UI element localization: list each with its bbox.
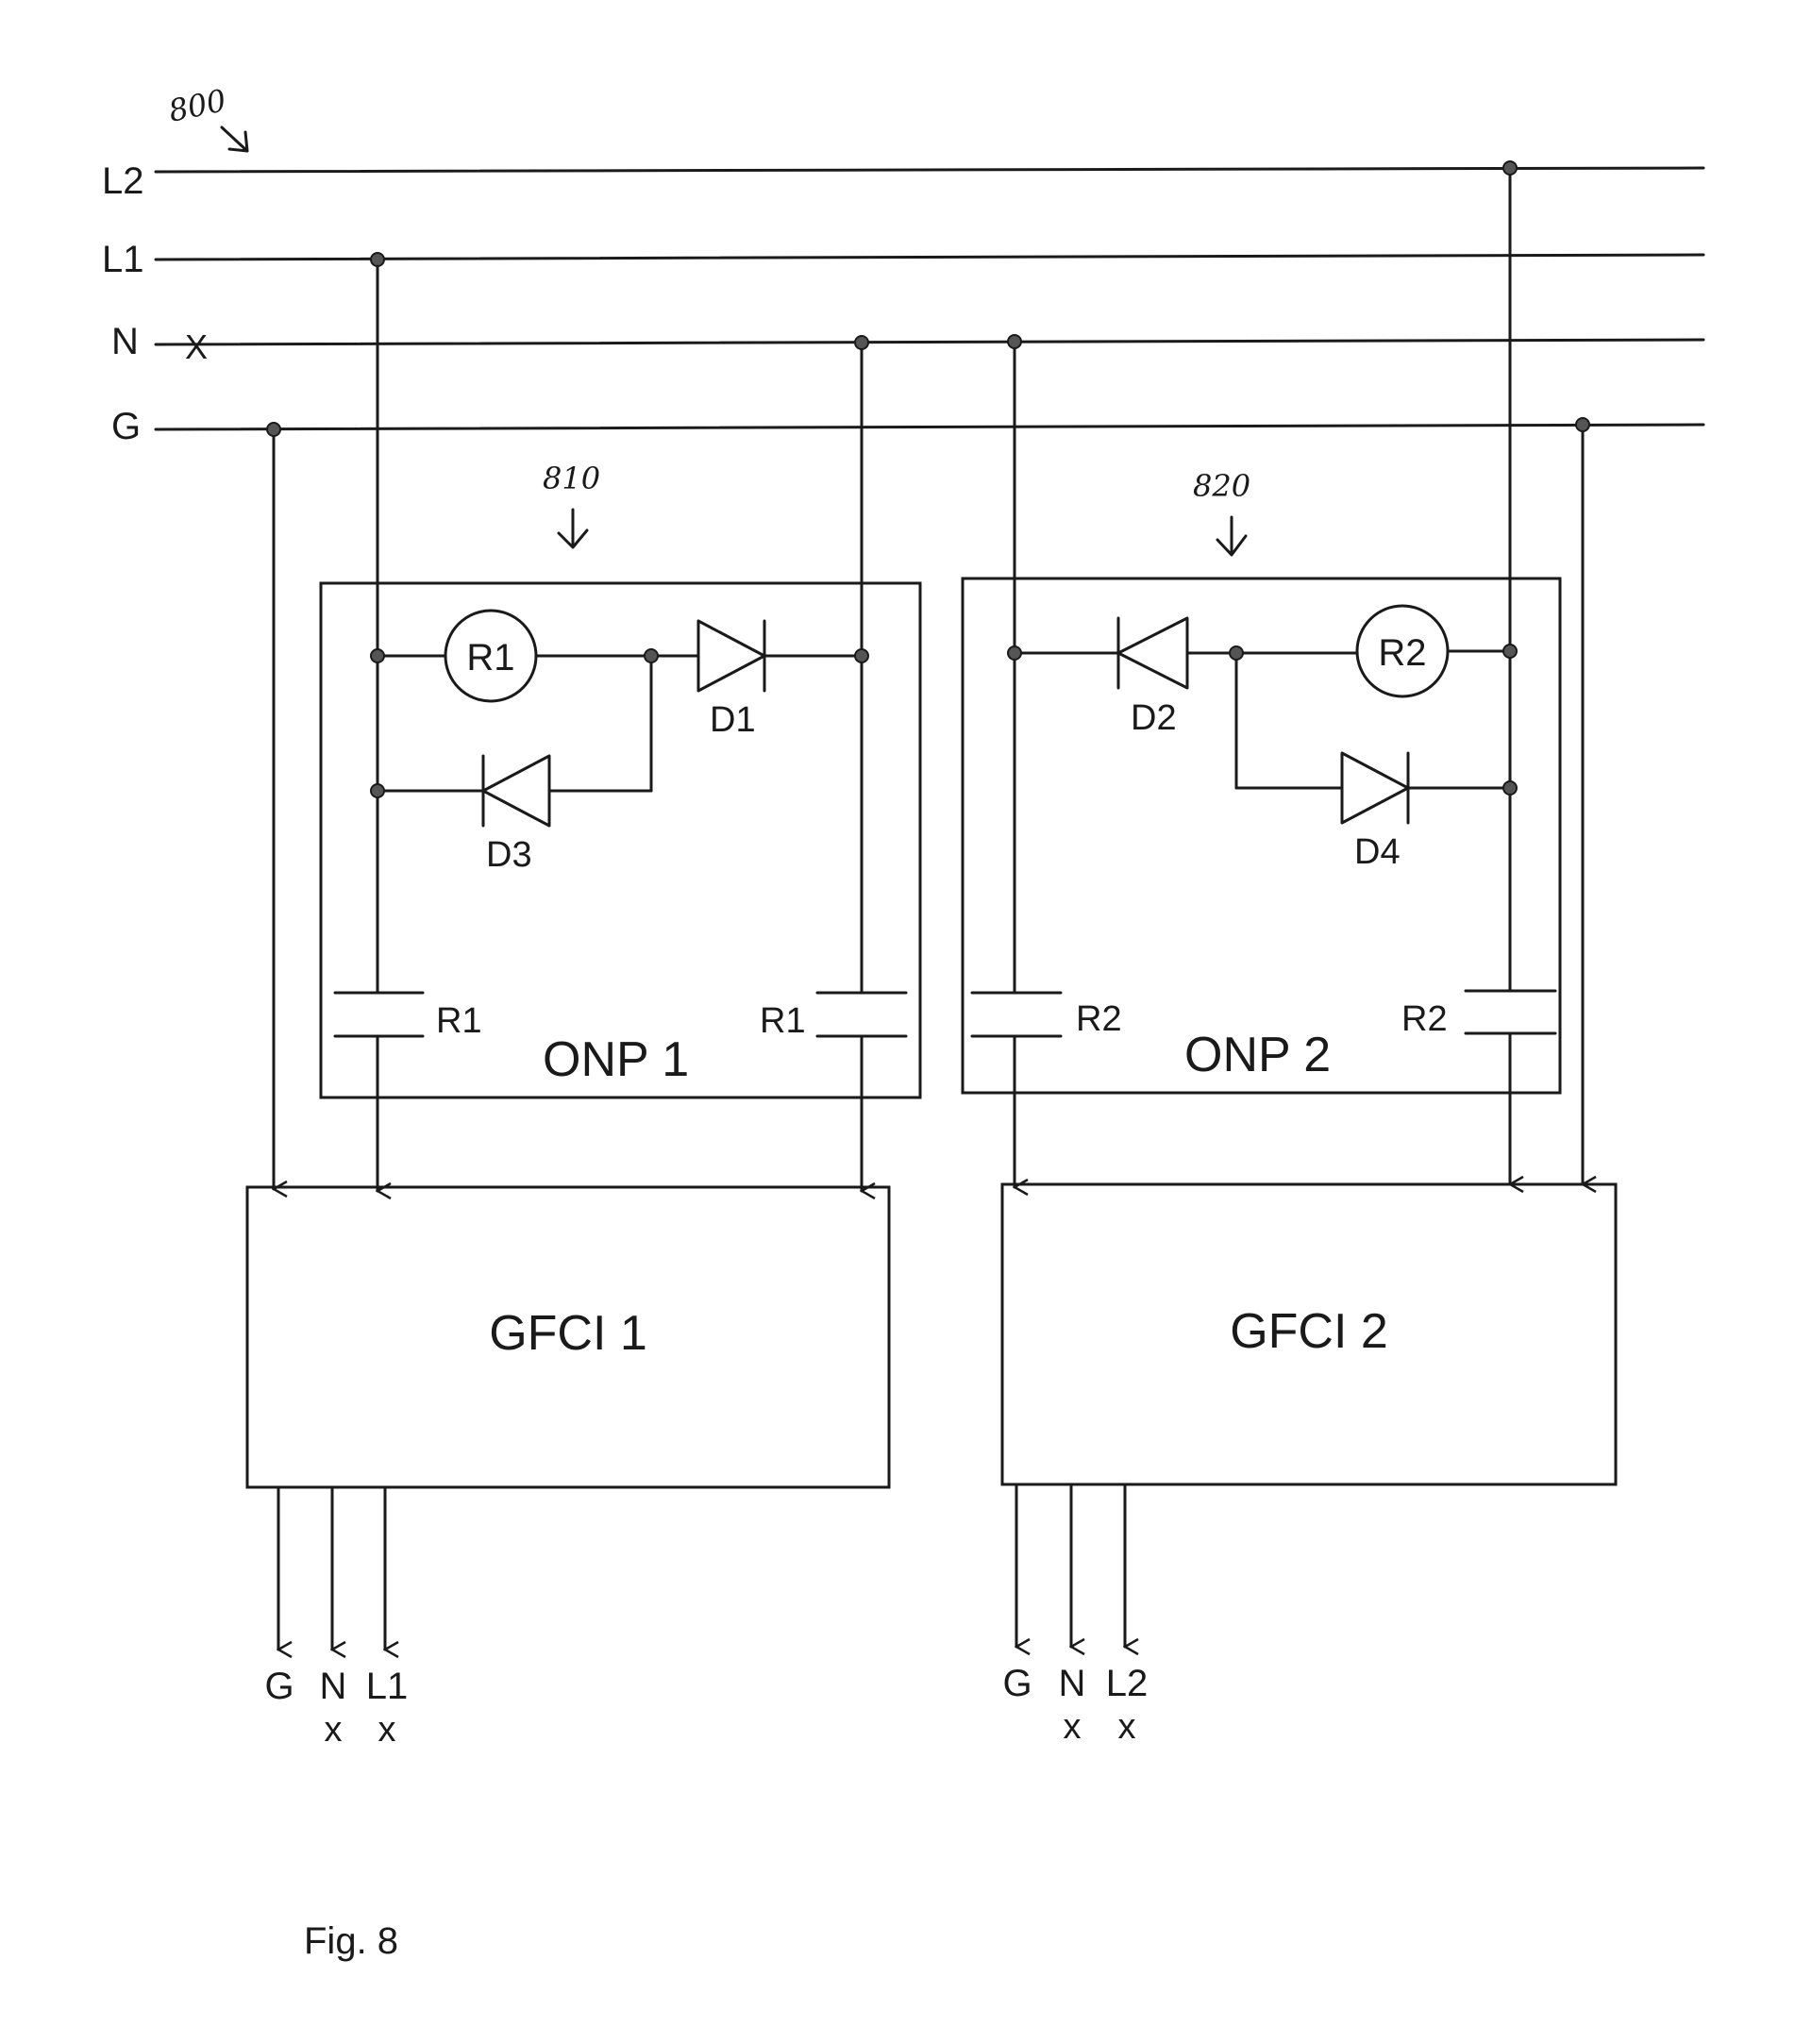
neutral-break-mark: X xyxy=(185,327,208,366)
junction-dot xyxy=(854,648,869,663)
junction-dot xyxy=(1007,645,1022,661)
onp1-contact-right-label: R1 xyxy=(760,1001,806,1041)
gfci1-output-label-n: N xyxy=(320,1666,347,1707)
ref-numeral-810: 810 xyxy=(543,461,600,496)
ref-810-arrow xyxy=(557,508,589,549)
bus-l1 xyxy=(154,253,1705,261)
onp1-box xyxy=(319,581,922,1099)
line-label-g: G xyxy=(111,406,141,447)
onp1-diode-d3-label: D3 xyxy=(486,835,532,875)
gfci2-output-label-l2: L2 xyxy=(1106,1663,1149,1704)
line-label-l1: L1 xyxy=(102,239,144,280)
line-label-n: N xyxy=(111,321,139,362)
onp2-title: ONP 2 xyxy=(1184,1028,1331,1082)
gfci1-mark-n: x xyxy=(325,1710,343,1750)
gfci2-box xyxy=(1000,1182,1618,1486)
gfci2-output-label-n: N xyxy=(1059,1663,1086,1704)
onp1-diode-d1-label: D1 xyxy=(710,700,756,740)
onp2-diode-d2-label: D2 xyxy=(1131,698,1177,738)
gfci1-box xyxy=(245,1185,891,1489)
junction-dot xyxy=(370,252,385,267)
junction-dot xyxy=(854,335,869,350)
gfci1-output-label-g: G xyxy=(264,1666,294,1707)
bus-n xyxy=(154,338,1705,346)
gfci1-mark-l1: x xyxy=(378,1710,396,1750)
onp2-diode-d4-label: D4 xyxy=(1354,832,1401,872)
junction-dot xyxy=(1502,780,1518,796)
onp1-diode-d3 xyxy=(481,754,551,828)
ref-820-arrow xyxy=(1216,515,1248,557)
onp2-diode-d4 xyxy=(1340,751,1410,825)
onp1-contact-left-label: R1 xyxy=(436,1001,482,1041)
onp2-diode-d2 xyxy=(1116,616,1189,690)
onp2-box xyxy=(961,577,1562,1095)
ref-800-arrow xyxy=(220,126,249,153)
gfci2-output-label-g: G xyxy=(1002,1663,1032,1704)
onp2-contact-right-label: R2 xyxy=(1401,999,1448,1039)
junction-dot xyxy=(1502,644,1518,659)
junction-dot xyxy=(1007,334,1022,349)
junction-dot xyxy=(1229,645,1244,661)
ref-numeral-800: 800 xyxy=(165,82,229,129)
bus-g xyxy=(154,423,1705,431)
gfci2-mark-l2: x xyxy=(1118,1707,1136,1747)
gfci2-title: GFCI 2 xyxy=(1230,1304,1388,1359)
junction-dot xyxy=(644,648,659,663)
junction-dot xyxy=(370,783,385,798)
onp2-contact-left-label: R2 xyxy=(1076,999,1122,1039)
junction-dot xyxy=(266,422,281,437)
junction-dot xyxy=(1502,160,1518,176)
onp1-title: ONP 1 xyxy=(543,1032,689,1087)
junction-dot xyxy=(1575,417,1590,432)
figure-caption: Fig. 8 xyxy=(304,1920,398,1962)
onp2-relay-coil-label: R2 xyxy=(1378,632,1426,674)
gfci1-title: GFCI 1 xyxy=(489,1306,647,1361)
junction-dot xyxy=(370,648,385,663)
onp1-diode-d1 xyxy=(696,619,766,693)
line-label-l2: L2 xyxy=(102,160,144,202)
gfci1-output-label-l1: L1 xyxy=(366,1666,409,1707)
gfci2-mark-n: x xyxy=(1064,1707,1082,1747)
ref-numeral-820: 820 xyxy=(1193,468,1250,504)
onp1-relay-coil-label: R1 xyxy=(466,637,514,679)
bus-l2 xyxy=(154,166,1705,174)
